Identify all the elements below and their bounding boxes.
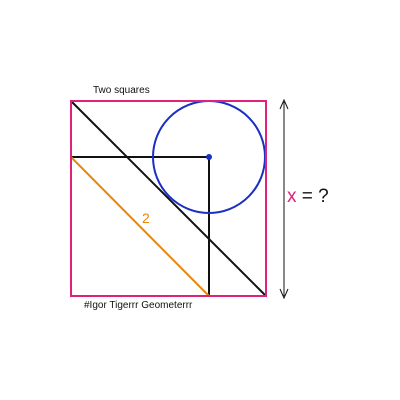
question-label: x = ? [287, 186, 329, 208]
circle-center-point [206, 154, 212, 160]
question-text: = ? [296, 186, 329, 207]
figure-title: Two squares [93, 85, 150, 96]
author-credit: #Igor Tigerrr Geometerrr [84, 300, 193, 311]
dimension-arrow-top [279, 98, 289, 110]
outer-square-diagonal [70, 100, 267, 297]
length-two-segment [70, 156, 210, 297]
outer-square [70, 100, 267, 297]
dimension-arrow-bottom [279, 288, 289, 300]
unknown-variable: x [287, 186, 297, 207]
segment-length-label: 2 [142, 210, 150, 226]
